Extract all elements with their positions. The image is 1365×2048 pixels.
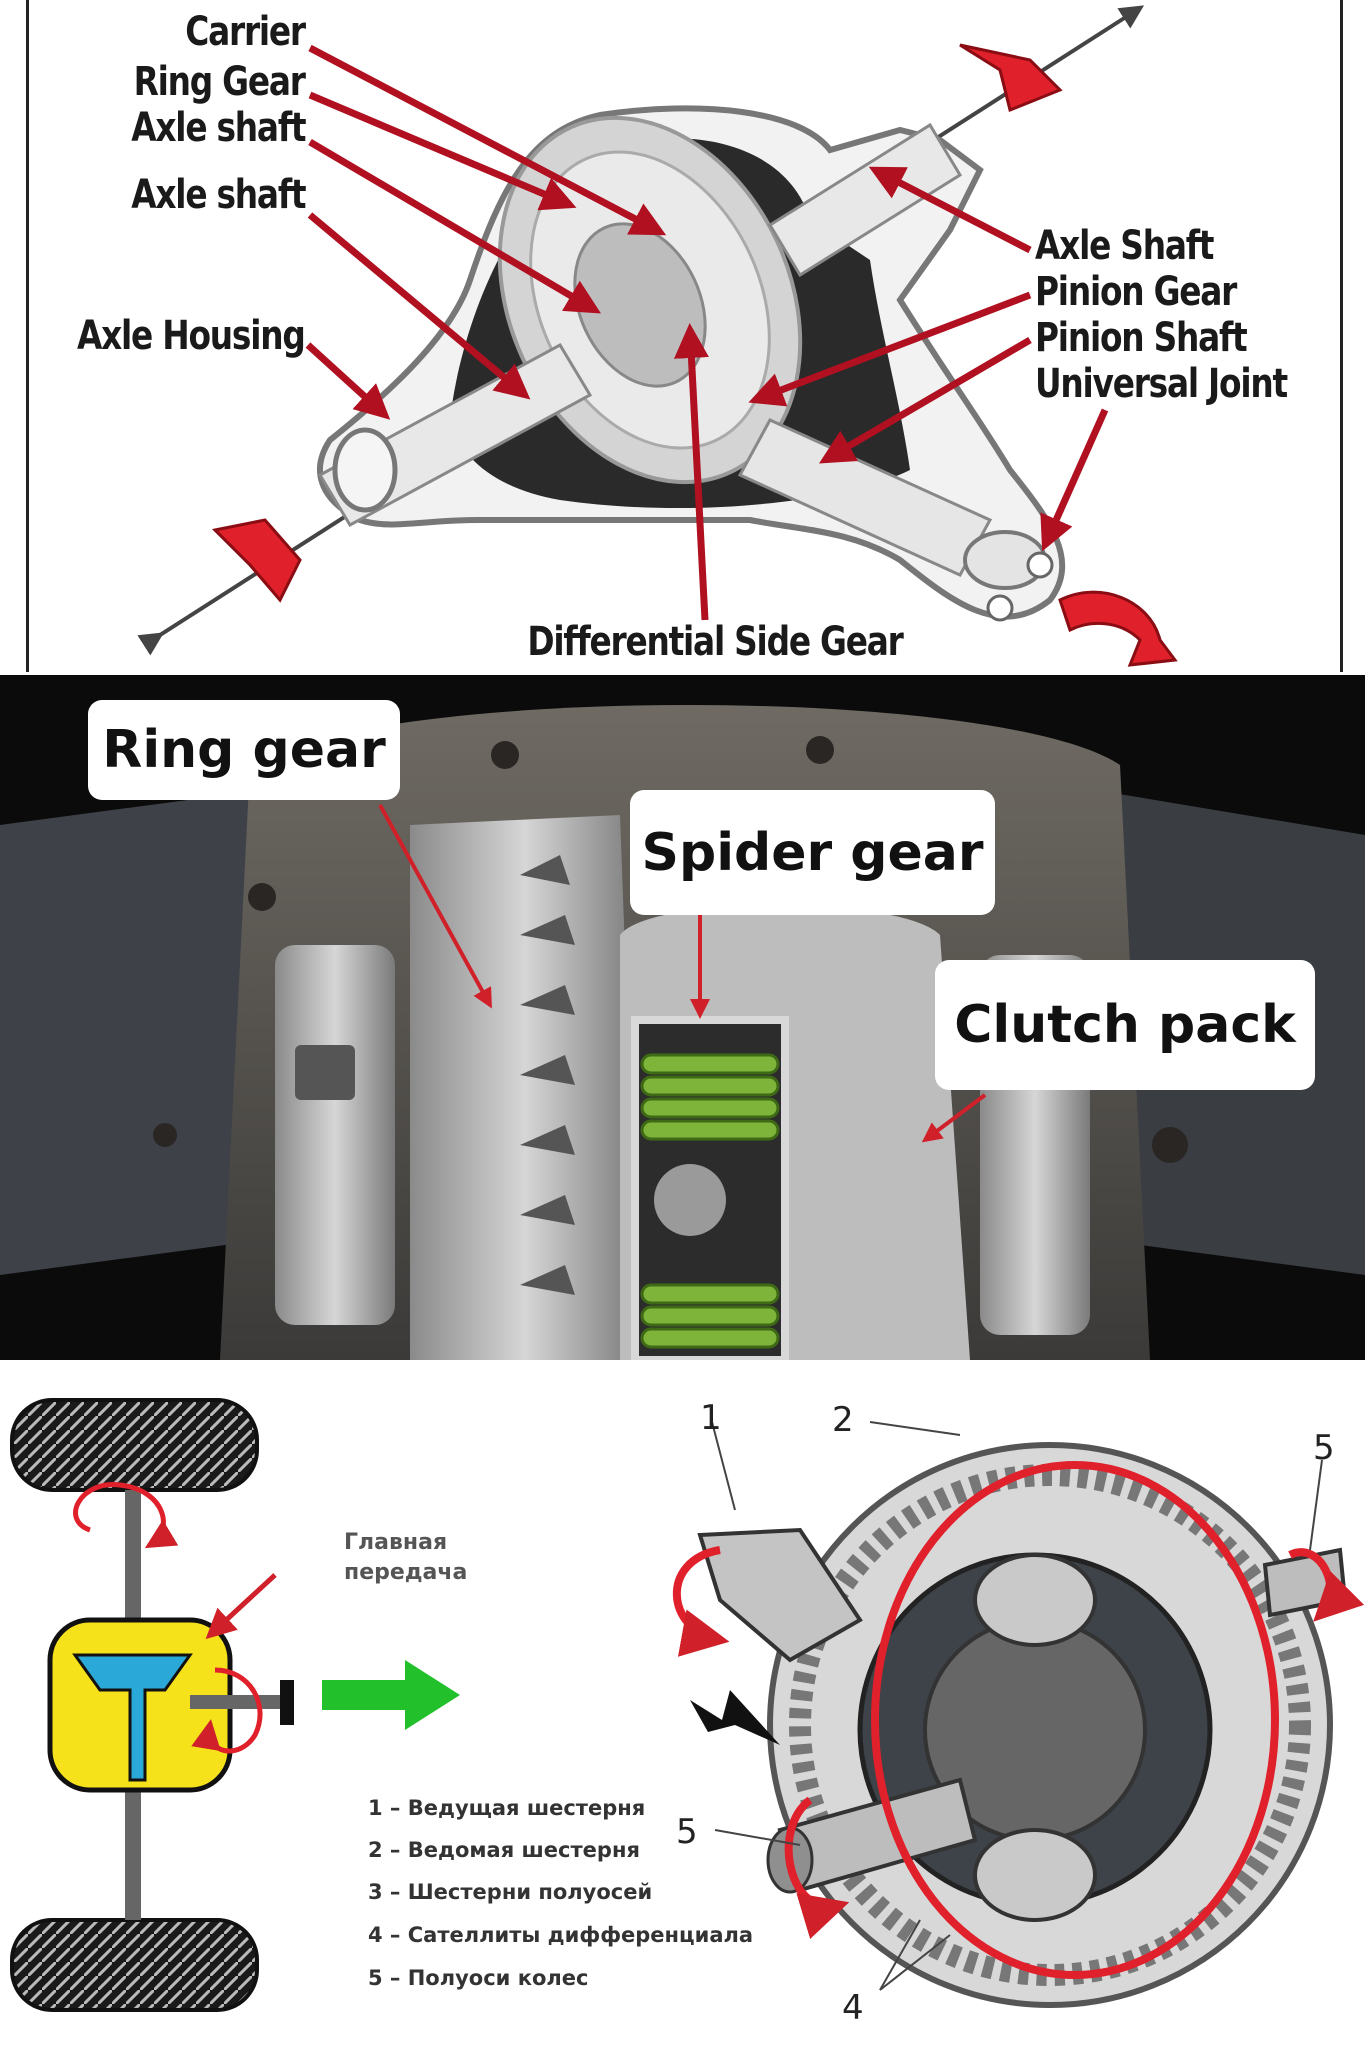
pinion-rotation-arrow — [191, 1667, 263, 1754]
label-ring-gear: Ring Gear — [133, 59, 306, 105]
gear-schematic-panel: Главная передача 1 – Ведущая шестерня 2 … — [0, 1360, 1365, 2048]
label-axle-shaft-2: Axle shaft — [130, 172, 306, 218]
label-pinion-gear: Pinion Gear — [1035, 269, 1237, 315]
axle-diagram-panel: Carrier Ring Gear Axle shaft Axle shaft … — [0, 0, 1365, 675]
direction-arrow-green — [322, 1660, 460, 1730]
label-universal-joint: Universal Joint — [1035, 361, 1288, 407]
drivetrain-schematic — [10, 1398, 1365, 2012]
left-border-line — [26, 0, 29, 672]
rotation-arrow-top-right — [959, 43, 1063, 113]
label-pinion-shaft: Pinion Shaft — [1035, 315, 1248, 361]
label-axle-shaft-1: Axle shaft — [130, 105, 306, 151]
label-differential-side-gear: Differential Side Gear — [527, 619, 903, 665]
left-axle-tube — [0, 785, 300, 1275]
legend-item-1: 1 – Ведущая шестерня — [368, 1796, 646, 1820]
differential-photo-panel: Ring gear Spider gear Clutch pack — [0, 675, 1365, 1360]
callout-clutch-pack: Clutch pack — [935, 960, 1315, 1090]
left-bearing — [275, 945, 395, 1325]
right-border-line — [1340, 0, 1343, 672]
label-axle-shaft-right: Axle Shaft — [1035, 223, 1214, 269]
part-number-5-right: 5 — [1313, 1428, 1335, 1468]
pinion-shaft-schematic — [190, 1695, 290, 1709]
label-carrier: Carrier — [185, 9, 306, 55]
ring-gear-schematic — [72, 1653, 193, 1782]
pointer-main-gear — [205, 1573, 277, 1640]
legend-item-4: 4 – Сателлиты дифференциала — [368, 1923, 754, 1947]
label-axle-housing: Axle Housing — [77, 313, 306, 359]
clutch-springs — [640, 1053, 780, 1349]
part-number-5-left: 5 — [676, 1812, 698, 1852]
callout-ring-gear: Ring gear — [88, 700, 400, 800]
part-number-4: 4 — [842, 1988, 864, 2028]
pointer-ring-gear — [378, 804, 492, 1009]
spider-gear-pin — [654, 1164, 726, 1236]
rotation-arrow-left — [211, 518, 302, 603]
bolt-head — [295, 1045, 355, 1100]
pinion-shaft-shape — [737, 418, 993, 577]
wheel-rotation-arrow — [73, 1482, 179, 1549]
ring-gear-photo — [410, 815, 640, 1360]
axle-diagram-illustration — [137, 5, 1178, 667]
legend-item-3: 3 – Шестерни полуосей — [368, 1880, 653, 1904]
callout-spider-gear: Spider gear — [630, 790, 995, 915]
differential-gear-illustration — [672, 1421, 1365, 2008]
top-wheel — [10, 1398, 259, 1492]
bottom-wheel — [10, 1918, 259, 2012]
right-axle-shaft-shape — [767, 122, 963, 278]
carrier-shape — [573, 222, 707, 388]
part-number-1: 1 — [700, 1398, 722, 1438]
part-number-2: 2 — [832, 1400, 854, 1440]
rotation-arrow-bottom-right — [1058, 590, 1178, 667]
legend-item-5: 5 – Полуоси колес — [368, 1966, 589, 1990]
main-gear-label: Главная передача — [344, 1530, 468, 1585]
pointer-clutch-pack — [921, 1093, 987, 1143]
legend-item-2: 2 – Ведомая шестерня — [368, 1838, 640, 1862]
